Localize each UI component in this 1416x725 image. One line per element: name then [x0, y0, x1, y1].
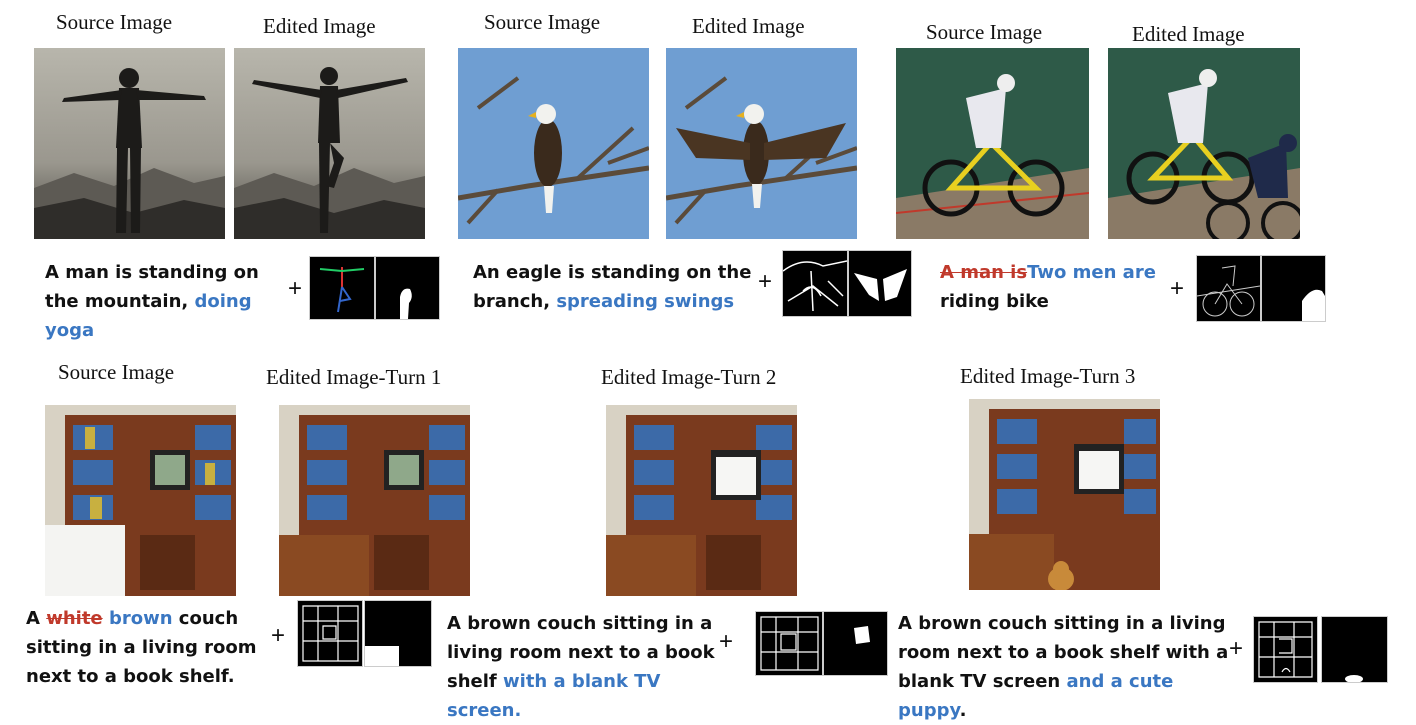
plus-sign-5: +: [719, 628, 734, 655]
plus-sign-3: +: [1170, 275, 1185, 302]
caption-bike: A man isTwo men are riding bike: [940, 258, 1180, 316]
plus-sign-6: +: [1229, 635, 1244, 662]
caption-eagle-edit: spreading swings: [556, 291, 735, 312]
label-turn-1: Edited Image-Turn 1: [266, 365, 442, 389]
caption-turn3: A brown couch sitting in a living room n…: [898, 609, 1233, 725]
caption-bike-text: riding bike: [940, 291, 1049, 312]
man-edited-image: [234, 48, 425, 239]
plus-sign-4: +: [271, 622, 286, 649]
label-edited-3: Edited Image: [1132, 22, 1245, 46]
caption-turn3-text: A brown couch sitting in a living room n…: [898, 613, 1229, 692]
plus-sign-2: +: [758, 268, 773, 295]
label-turn-3: Edited Image-Turn 3: [960, 364, 1136, 388]
label-source-4: Source Image: [58, 360, 175, 384]
room-source-image: [45, 405, 236, 596]
caption-eagle: An eagle is standing on the branch, spre…: [473, 258, 753, 316]
mask-condition-image: [375, 256, 440, 320]
caption-turn1-a: A: [26, 608, 40, 629]
caption-turn1: A white brown couch sitting in a living …: [26, 604, 266, 691]
caption-turn2: A brown couch sitting in a living room n…: [447, 609, 732, 725]
caption-turn3-period: .: [959, 700, 967, 721]
bike-edge-condition-image: [1196, 255, 1261, 322]
bike-mask-condition-image: [1261, 255, 1326, 322]
caption-yoga: A man is standing on the mountain, doing…: [45, 258, 295, 345]
pose-condition-image: [309, 256, 375, 320]
room-edge-condition-image-2: [755, 611, 823, 676]
caption-bike-edit: Two men are: [1027, 262, 1156, 283]
label-turn-2: Edited Image-Turn 2: [601, 365, 777, 389]
label-edited-1: Edited Image: [263, 14, 376, 38]
caption-turn1-edit: brown: [108, 608, 173, 629]
room-mask-condition-image-3: [1321, 616, 1388, 683]
room-mask-condition-image-2: [823, 611, 888, 676]
label-source-3: Source Image: [926, 20, 1043, 44]
caption-yoga-edit: doing yoga: [45, 291, 252, 341]
caption-turn1-deleted: white: [46, 608, 103, 629]
bike-edited-image: [1108, 48, 1300, 239]
caption-eagle-text: An eagle is standing on the branch,: [473, 262, 752, 312]
bike-source-image: [896, 48, 1089, 239]
man-source-image: [34, 48, 225, 239]
caption-bike-deleted: A man is: [940, 262, 1028, 283]
label-source-1: Source Image: [56, 10, 173, 34]
eagle-mask-condition-image: [848, 250, 912, 317]
sketch-condition-image: [782, 250, 848, 317]
room-turn3-image: [969, 399, 1160, 590]
eagle-edited-image: [666, 48, 857, 239]
room-edge-condition-image-1: [297, 600, 363, 667]
label-edited-2: Edited Image: [692, 14, 805, 38]
room-turn1-image: [279, 405, 470, 596]
eagle-source-image: [458, 48, 649, 239]
plus-sign-1: +: [288, 275, 303, 302]
room-edge-condition-image-3: [1253, 616, 1318, 683]
caption-yoga-text: A man is standing on the mountain,: [45, 262, 259, 312]
room-mask-condition-image-1: [364, 600, 432, 667]
room-turn2-image: [606, 405, 797, 596]
caption-turn2-text: A brown couch sitting in a living room n…: [447, 613, 715, 692]
caption-turn1-text: couch sitting in a living room next to a…: [26, 608, 257, 687]
label-source-2: Source Image: [484, 10, 601, 34]
